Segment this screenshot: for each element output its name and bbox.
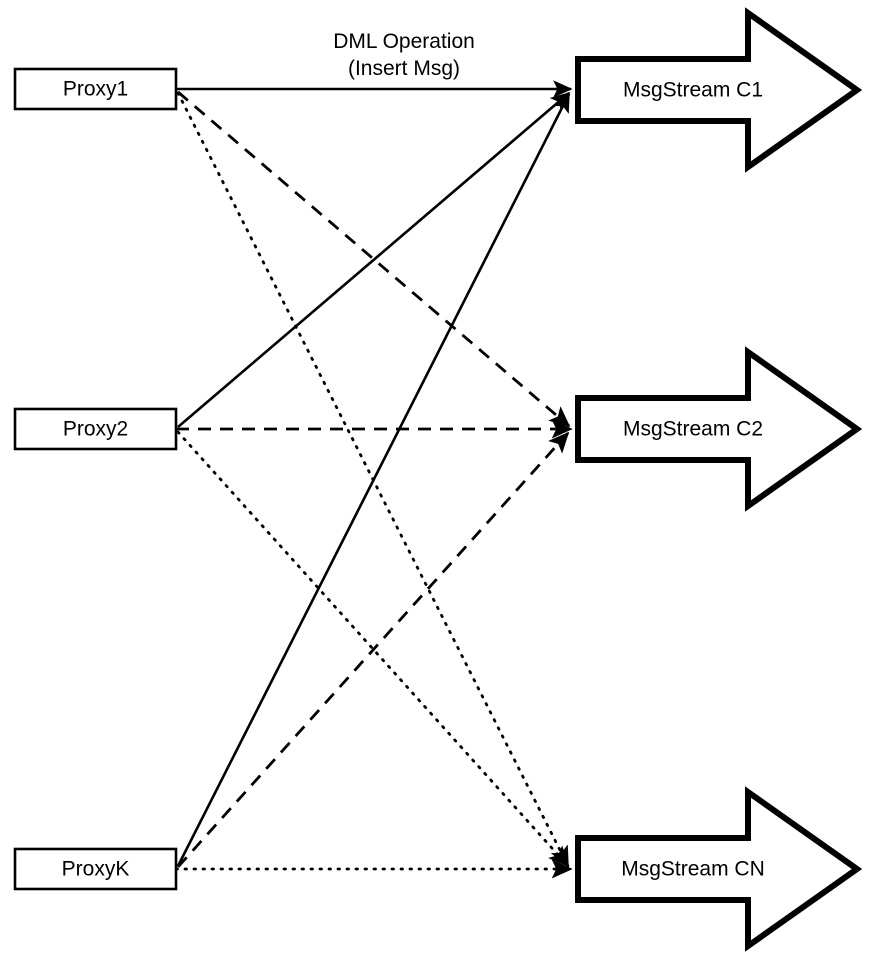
dml-operation-label-line1: DML Operation bbox=[333, 30, 475, 53]
msgstream-node-c1[interactable]: MsgStream C1 bbox=[575, 7, 863, 173]
msgstream-node-cn[interactable]: MsgStream CN bbox=[575, 786, 863, 952]
proxy-node-proxy1[interactable]: Proxy1 bbox=[13, 67, 178, 111]
msgstream-c1-arrow-shape[interactable] bbox=[575, 7, 863, 173]
msgstream-cn-arrow-shape[interactable] bbox=[575, 786, 863, 952]
connection-proxyk-to-c2 bbox=[176, 431, 570, 868]
proxyk-box[interactable] bbox=[13, 847, 178, 891]
dml-operation-label: DML Operation (Insert Msg) bbox=[333, 30, 475, 80]
proxy1-box[interactable] bbox=[13, 67, 178, 111]
connection-proxy2-to-cn bbox=[176, 430, 570, 868]
msgstream-c2-label: MsgStream C2 bbox=[623, 418, 763, 441]
dml-operation-label-line2: (Insert Msg) bbox=[348, 57, 460, 80]
connection-proxy1-to-c2 bbox=[177, 90, 571, 428]
connection-proxy2-to-c1 bbox=[177, 91, 571, 428]
msgstream-c1-label: MsgStream C1 bbox=[623, 79, 763, 102]
proxy2-label: Proxy2 bbox=[63, 418, 128, 441]
msgstream-node-c2[interactable]: MsgStream C2 bbox=[575, 346, 863, 512]
msgstream-c2-arrow-shape[interactable] bbox=[575, 346, 863, 512]
proxy2-box[interactable] bbox=[13, 407, 178, 451]
proxyk-label: ProxyK bbox=[62, 858, 130, 881]
proxy-node-proxy2[interactable]: Proxy2 bbox=[13, 407, 178, 451]
msgstream-cn-label: MsgStream CN bbox=[621, 858, 765, 881]
connection-layer bbox=[174, 80, 573, 879]
proxy-node-proxyk[interactable]: ProxyK bbox=[13, 847, 178, 891]
connection-proxyk-to-c1 bbox=[176, 92, 571, 867]
proxy1-label: Proxy1 bbox=[63, 78, 128, 101]
